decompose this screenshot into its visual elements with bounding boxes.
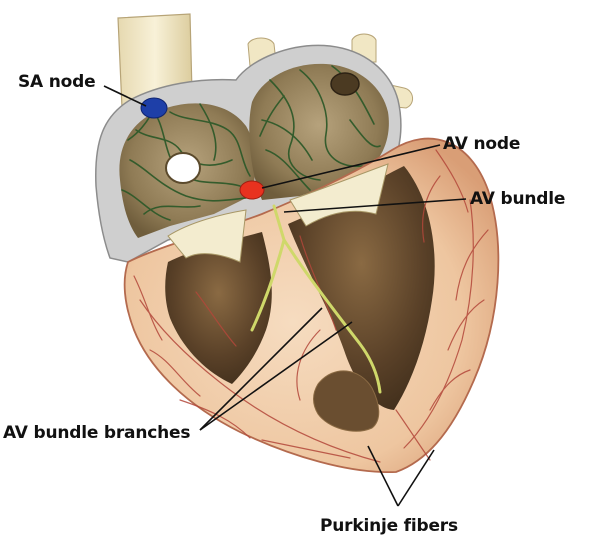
- label-av-bundle-branches: AV bundle branches: [3, 423, 190, 443]
- av-node: [240, 181, 264, 199]
- label-av-node: AV node: [443, 134, 520, 154]
- sa-node: [141, 98, 167, 118]
- foramen-opening: [166, 153, 200, 183]
- label-av-bundle: AV bundle: [470, 189, 565, 209]
- pulmonary-vein-opening: [331, 73, 359, 95]
- label-purkinje-fibers: Purkinje fibers: [320, 516, 458, 536]
- label-sa-node: SA node: [18, 72, 95, 92]
